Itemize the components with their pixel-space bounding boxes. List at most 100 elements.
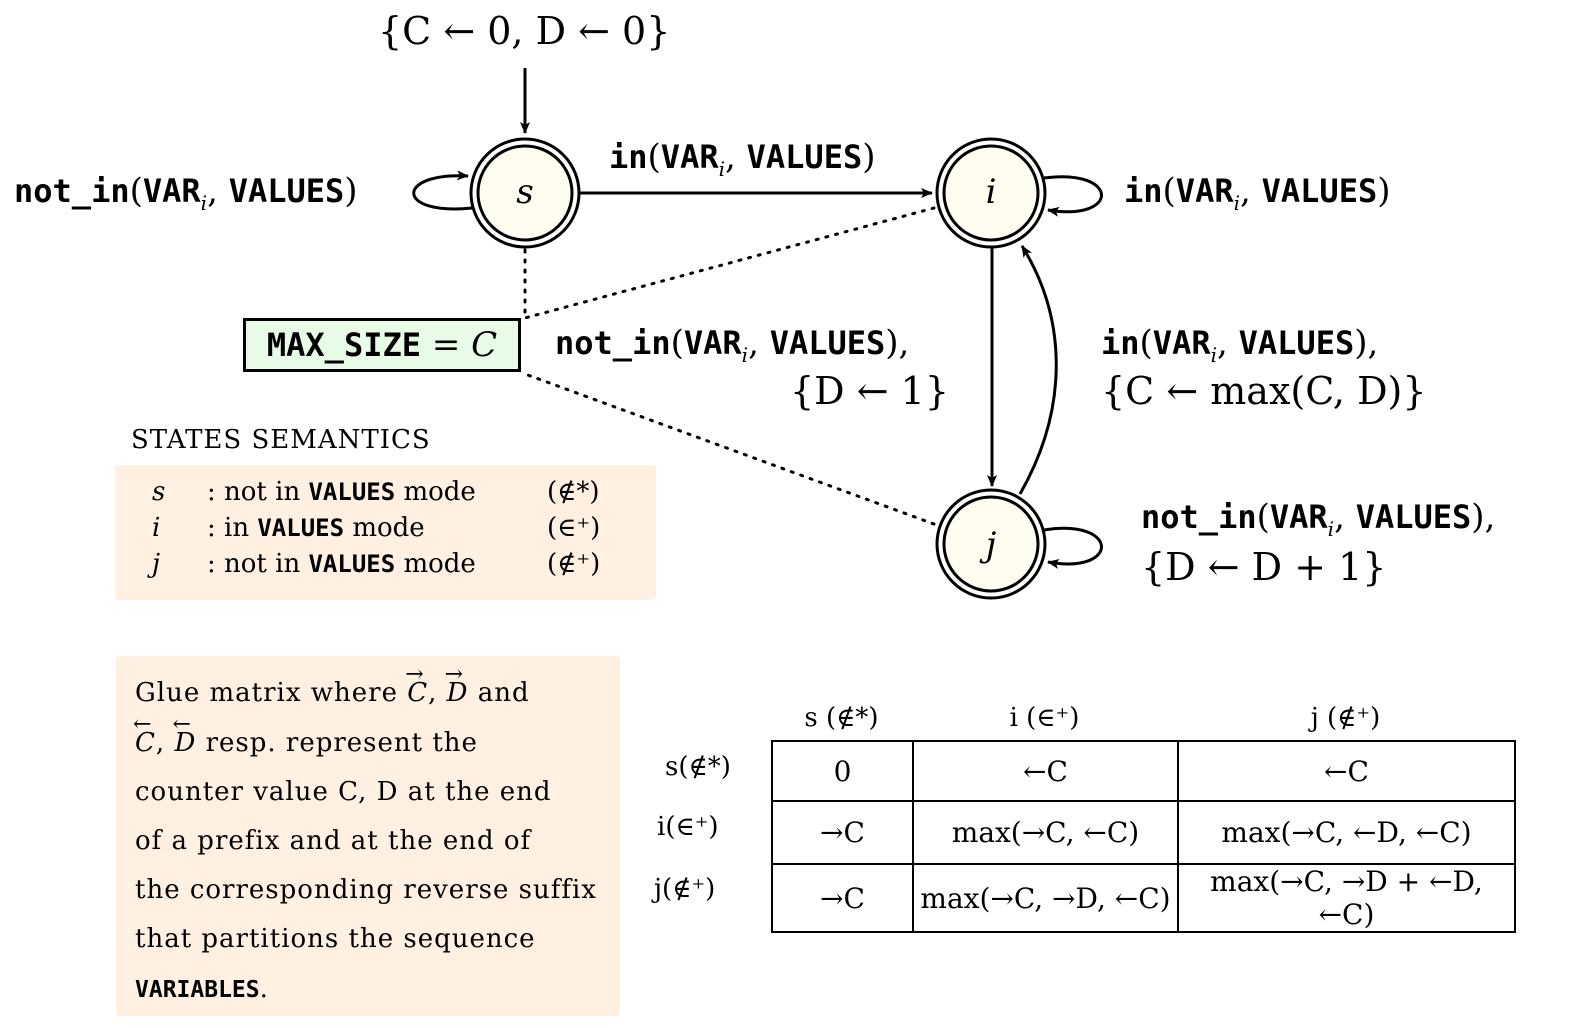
predicate: not_in [1141,498,1257,536]
glue-text: and [477,678,530,708]
j-to-i-update: {C ← max(C, D)} [1101,369,1427,413]
state-class: (∉*) [547,477,600,507]
desc-mode: VALUES [308,550,396,578]
matrix-cell: max(→C, ←C) [912,800,1179,865]
glue-text: resp. represent the [205,728,478,758]
node-j [935,488,1047,600]
states-semantics-title: STATES SEMANTICS [131,425,431,455]
matrix-cell: 0 [771,740,914,802]
arg-name: VALUES [1261,172,1378,210]
node-s-label: s [516,172,533,212]
s-loop-label: not_in(VARi, VALUES) [14,171,358,215]
i-to-j-update: {D ← 1} [790,369,949,413]
var-name: VAR [1175,172,1234,210]
semantics-row-i: i : in VALUES mode (∈⁺) [115,513,656,549]
state-class: (∈⁺) [547,513,601,543]
state-description: : in VALUES mode [207,513,425,543]
glue-line-4: of a prefix and at the end of [135,826,532,856]
i-loop-label: in(VARi, VALUES) [1124,171,1391,215]
state-name: s [152,477,166,507]
semantics-row-s: s : not in VALUES mode (∉*) [115,477,656,513]
semantics-row-j: j : not in VALUES mode (∉⁺) [115,549,656,585]
var-subscript: i [1233,190,1240,215]
arg-name: VALUES [746,138,863,176]
variables-keyword: VARIABLES [135,977,260,1003]
s-self-loop [412,170,473,211]
arg-name: VALUES [769,324,886,362]
predicate: not_in [555,324,671,362]
matrix-row-header-s: s(∉*) [665,752,731,782]
matrix-row-i: →C max(→C, ←C) max(→C, ←D, ←C) [771,800,1516,865]
desc-post: mode [352,513,425,543]
desc-pre: : not in [207,549,301,579]
state-name: i [152,513,161,543]
node-i-label: i [986,172,997,212]
maxsize-box: MAX_SIZE = C [243,318,521,372]
var-subscript: i [741,342,749,367]
matrix-cell: ←C [1177,740,1516,802]
arg-name: VALUES [1355,498,1472,536]
predicate: in [1101,324,1140,362]
matrix-row-j: →C max(→C, →D, ←C) max(→C, →D + ←D, ←C) [771,863,1516,933]
var-name: VAR [660,138,719,176]
i-to-j-label: not_in(VARi, VALUES), [555,323,910,367]
glue-line-5: the corresponding reverse suffix [135,875,597,905]
glue-line-3: counter value C, D at the end [135,777,552,807]
predicate: in [1124,172,1163,210]
arg-name: VALUES [1238,324,1355,362]
var-name: VAR [1152,324,1211,362]
var-name: VAR [142,172,201,210]
desc-pre: : not in [207,477,301,507]
states-semantics-panel: s : not in VALUES mode (∉*) i : in VALUE… [115,465,656,600]
desc-mode: VALUES [308,478,396,506]
state-name: j [152,549,161,579]
var-name: VAR [683,324,742,362]
matrix-row-s: 0 ←C ←C [771,740,1516,802]
glue-sep: , [155,728,166,758]
desc-pre: : in [207,513,250,543]
var-subscript: i [200,190,208,215]
var-subscript: i [1327,516,1335,541]
state-description: : not in VALUES mode [207,549,476,579]
predicate: not_in [14,172,130,210]
desc-post: mode [403,477,476,507]
glue-period: . [259,974,269,1004]
matrix-col-header-i: i (∈⁺) [1009,703,1080,733]
matrix-row-header-i: i(∈⁺) [657,812,719,842]
matrix-cell: max(→C, ←D, ←C) [1177,800,1516,865]
matrix-cell: ←C [912,740,1179,802]
s-to-i-label: in(VARi, VALUES) [609,137,876,181]
var-name: VAR [1269,498,1328,536]
initial-assignment-label: {C ← 0, D ← 0} [378,9,671,53]
predicate: in [609,138,648,176]
matrix-cell: max(→C, →D + ←D, ←C) [1177,863,1516,933]
glue-description-panel: Glue matrix where C, D and C, D resp. re… [116,656,620,1016]
matrix-col-header-s: s (∉*) [804,703,879,733]
j-loop-label: not_in(VARi, VALUES), [1141,497,1496,541]
glue-sep: , [428,678,438,708]
j-self-loop [1043,526,1103,569]
j-loop-update: {D ← D + 1} [1141,545,1387,589]
glue-line-2: C, D resp. represent the [133,712,478,758]
matrix-cell: →C [771,800,914,865]
vec-c-backward: C [133,712,156,758]
glue-line-6: that partitions the sequence [135,924,536,954]
glue-text: Glue matrix where [135,678,398,708]
j-to-i-label: in(VARi, VALUES), [1101,323,1379,367]
desc-post: mode [403,549,476,579]
state-class: (∉⁺) [547,549,601,579]
glue-line-1: Glue matrix where C, D and [135,662,530,708]
state-description: : not in VALUES mode [207,477,476,507]
matrix-cell: max(→C, →D, ←C) [912,863,1179,933]
i-self-loop [1043,175,1103,217]
edge-j-to-i [1018,245,1058,495]
var-subscript: i [1210,342,1217,367]
maxsize-name: MAX_SIZE [266,326,421,364]
dotted-j-maxsize [523,372,936,526]
matrix-col-header-j: j (∉⁺) [1310,703,1381,733]
node-s [469,137,581,249]
vec-c-forward: C [405,662,428,708]
maxsize-eq: = C [431,325,498,365]
arg-name: VALUES [228,172,345,210]
